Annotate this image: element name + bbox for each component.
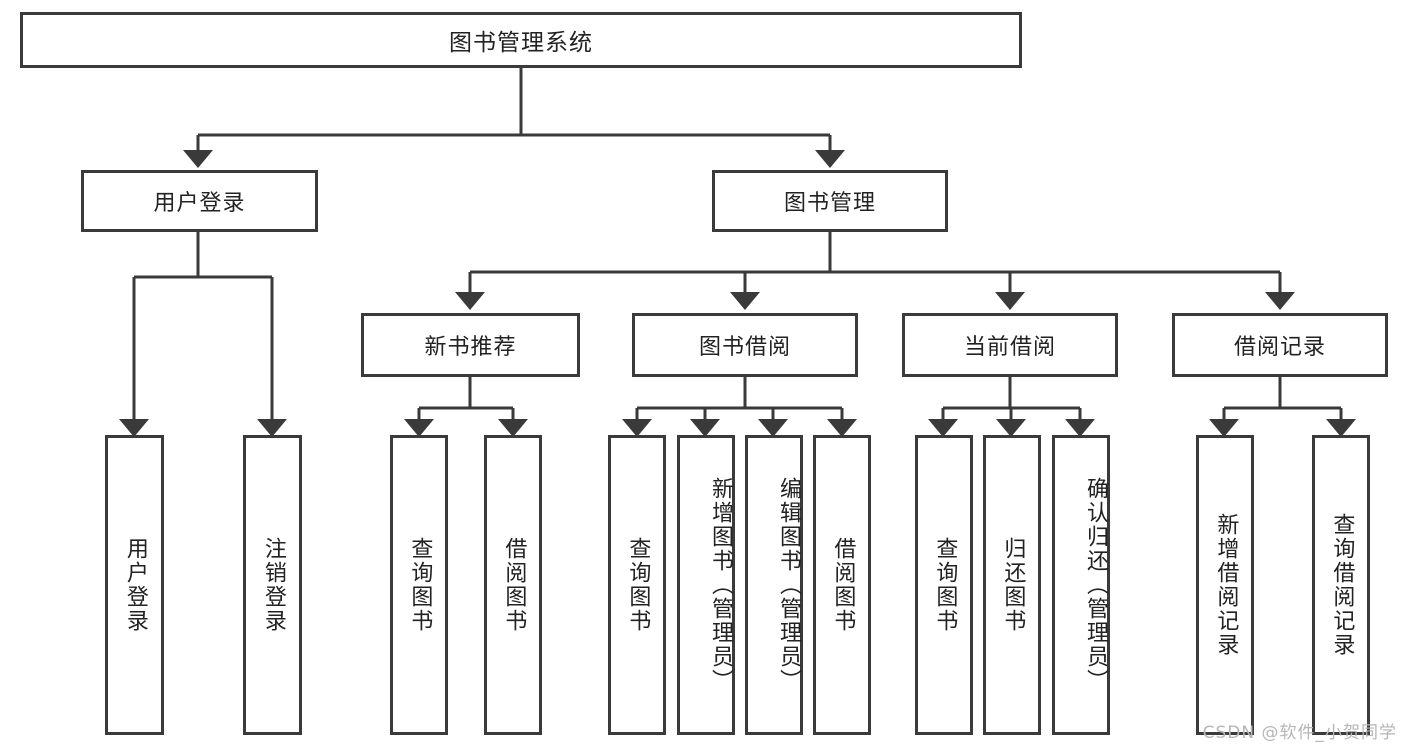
leaf-query-book-current[interactable]: 查询图书 bbox=[915, 435, 973, 735]
leaf-return-book[interactable]: 归还图书 bbox=[983, 435, 1041, 735]
node-book-borrow[interactable]: 图书借阅 bbox=[632, 313, 858, 377]
node-borrow-record[interactable]: 借阅记录 bbox=[1172, 313, 1388, 377]
node-label: 新书推荐 bbox=[424, 335, 517, 360]
node-label: 注销登录 bbox=[260, 537, 286, 633]
node-label: 当前借阅 bbox=[963, 335, 1056, 360]
node-book-manage[interactable]: 图书管理 bbox=[712, 170, 948, 232]
node-label: 用户登录 bbox=[153, 191, 246, 216]
node-user-login[interactable]: 用户登录 bbox=[81, 170, 318, 232]
leaf-borrow-book-borrow[interactable]: 借阅图书 bbox=[813, 435, 871, 735]
leaf-query-book-new-recommend[interactable]: 查询图书 bbox=[390, 435, 448, 735]
node-label: 查询图书 bbox=[407, 537, 433, 633]
leaf-borrow-book-new-recommend[interactable]: 借阅图书 bbox=[484, 435, 542, 735]
leaf-confirm-return-admin[interactable]: 确认归还（管理员） bbox=[1052, 435, 1110, 735]
node-label: 查询图书 bbox=[625, 537, 651, 633]
node-new-book-recommend[interactable]: 新书推荐 bbox=[361, 313, 580, 377]
node-root-system[interactable]: 图书管理系统 bbox=[20, 12, 1022, 68]
node-label: 借阅图书 bbox=[501, 537, 527, 633]
node-label: 借阅记录 bbox=[1233, 335, 1326, 360]
leaf-add-book-admin[interactable]: 新增图书（管理员） bbox=[677, 435, 735, 735]
node-label: 图书借阅 bbox=[698, 335, 791, 360]
leaf-edit-book-admin[interactable]: 编辑图书（管理员） bbox=[745, 435, 803, 735]
node-label: 新增借阅记录 bbox=[1213, 513, 1239, 657]
node-label: 用户登录 bbox=[122, 537, 148, 633]
leaf-add-borrow-record[interactable]: 新增借阅记录 bbox=[1196, 435, 1254, 735]
node-label: 编辑图书（管理员） bbox=[776, 477, 801, 693]
node-label: 查询借阅记录 bbox=[1329, 513, 1355, 657]
leaf-user-login[interactable]: 用户登录 bbox=[105, 435, 164, 735]
leaf-query-borrow-record[interactable]: 查询借阅记录 bbox=[1312, 435, 1370, 735]
node-label: 图书管理系统 bbox=[449, 30, 593, 56]
node-label: 新增图书（管理员） bbox=[708, 477, 733, 693]
leaf-logout-login[interactable]: 注销登录 bbox=[243, 435, 302, 735]
watermark-text: CSDN @软件_小贺同学 bbox=[1202, 723, 1397, 743]
node-label: 借阅图书 bbox=[830, 537, 856, 633]
node-label: 确认归还（管理员） bbox=[1083, 477, 1108, 693]
node-label: 查询图书 bbox=[932, 537, 958, 633]
node-current-borrow[interactable]: 当前借阅 bbox=[902, 313, 1118, 377]
node-label: 归还图书 bbox=[1000, 537, 1026, 633]
leaf-query-book-borrow[interactable]: 查询图书 bbox=[608, 435, 666, 735]
node-label: 图书管理 bbox=[783, 191, 876, 216]
